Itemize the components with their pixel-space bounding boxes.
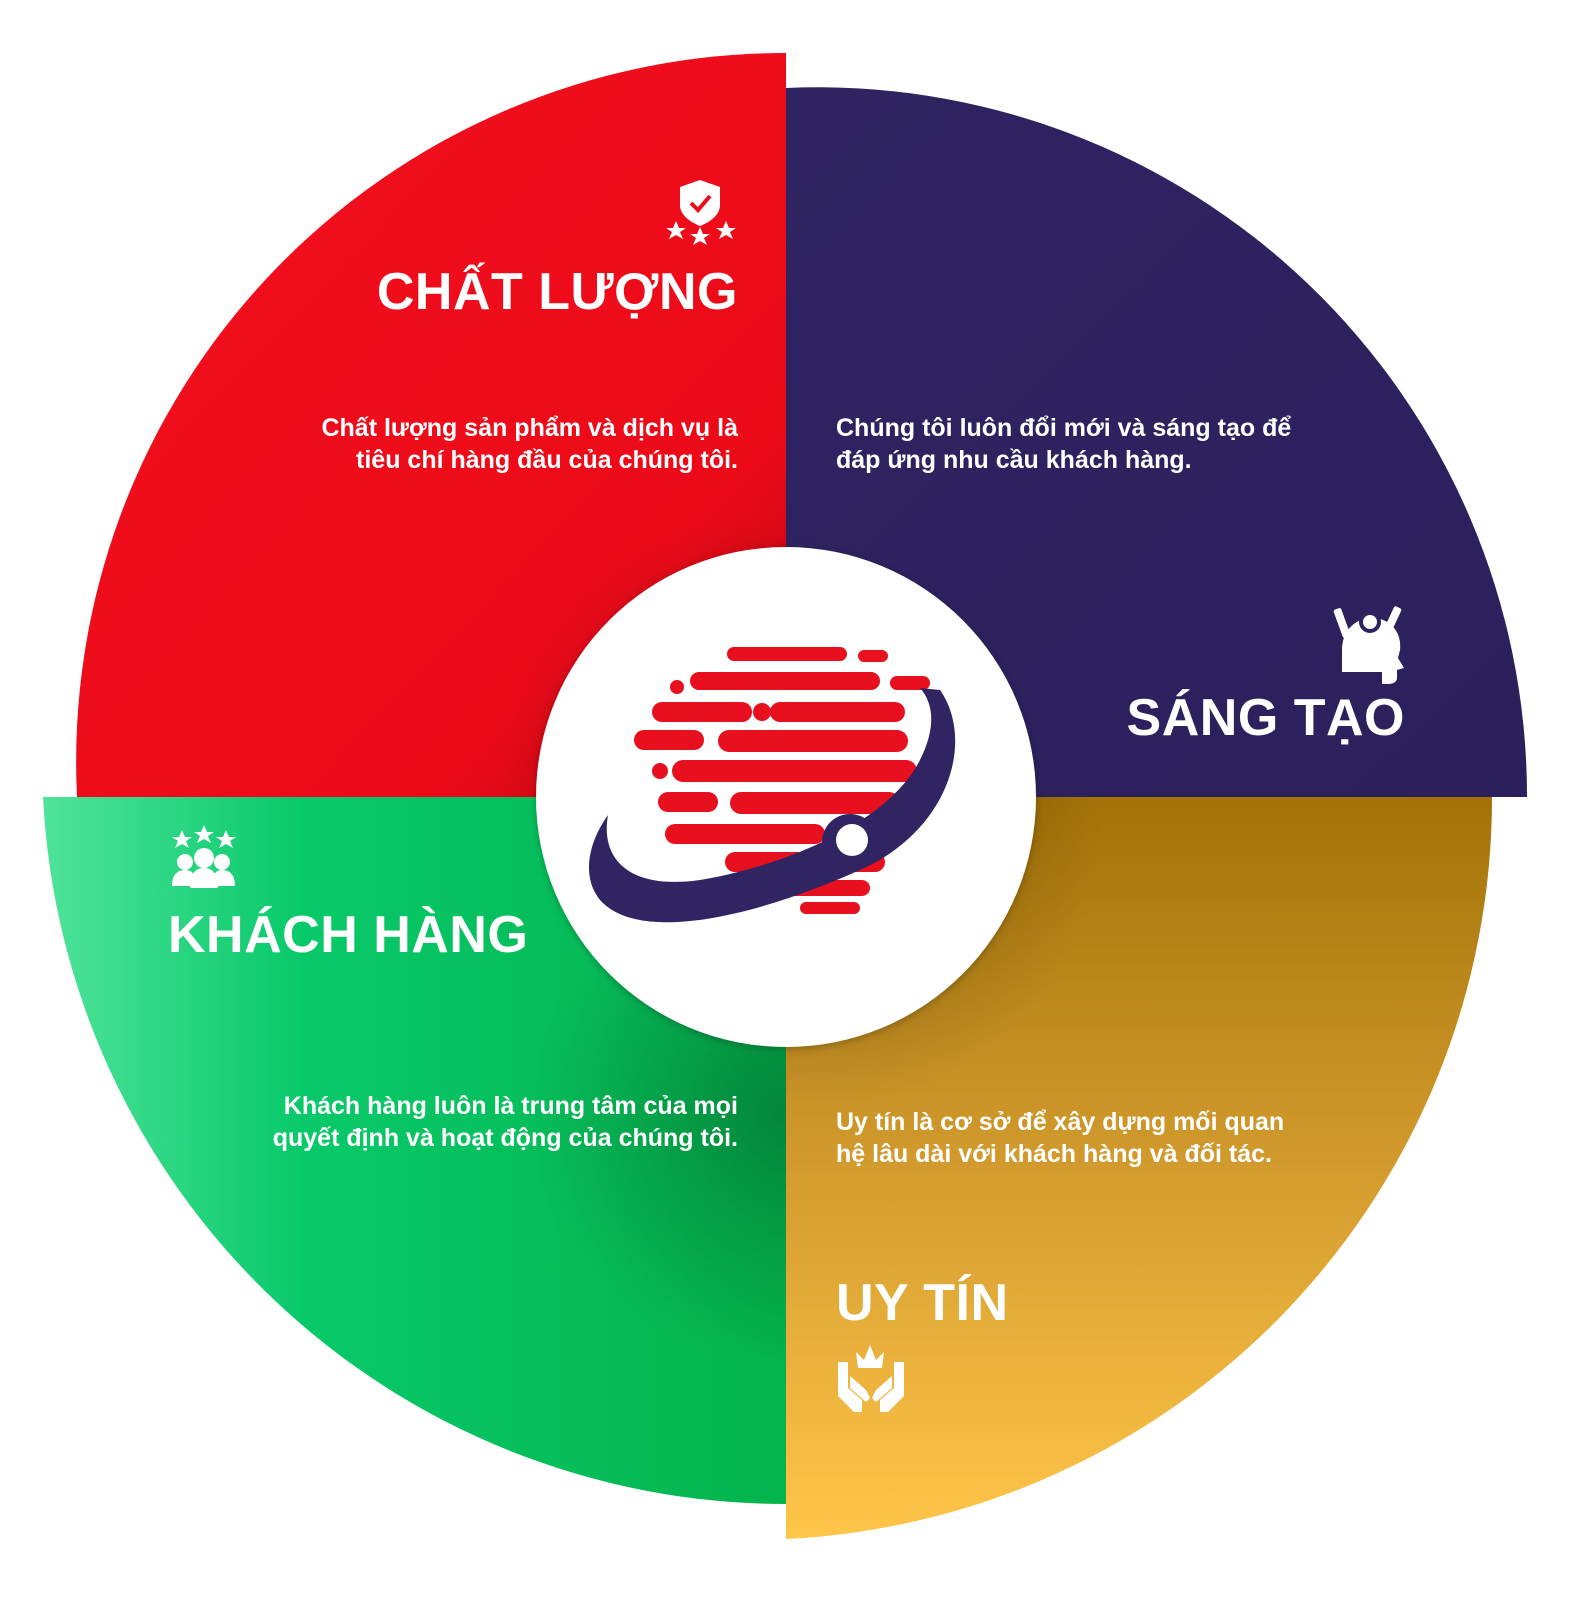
reputation-line-2: hệ lâu dài với khách hàng và đối tác. xyxy=(836,1140,1272,1168)
innovation-description: Chúng tôi luôn đổi mới và sáng tạo để đá… xyxy=(836,412,1316,476)
reputation-description: Uy tín là cơ sở để xây dựng mối quan hệ … xyxy=(836,1106,1316,1170)
quality-line-2: tiêu chí hàng đầu của chúng tôi. xyxy=(356,446,738,474)
customer-title: KHÁCH HÀNG xyxy=(168,906,529,964)
quadrant-reputation xyxy=(786,797,1493,1539)
globe-orbit-logo-icon xyxy=(588,647,956,923)
hands-crown-icon xyxy=(838,1345,904,1412)
customer-line-1: Khách hàng luôn là trung tâm của mọi xyxy=(283,1092,738,1120)
quality-title: CHẤT LƯỢNG xyxy=(376,263,738,321)
quadrant-customer xyxy=(43,797,786,1504)
quadrant-quality xyxy=(76,52,786,797)
customer-description: Khách hàng luôn là trung tâm của mọi quy… xyxy=(250,1090,738,1154)
customer-line-2: quyết định và hoạt động của chúng tôi. xyxy=(272,1124,738,1152)
quality-description: Chất lượng sản phẩm và dịch vụ là tiêu c… xyxy=(300,412,738,476)
reputation-title: UY TÍN xyxy=(836,1274,1009,1332)
shield-check-stars-icon xyxy=(666,180,736,245)
innovation-line-1: Chúng tôi luôn đổi mới và sáng tạo để xyxy=(836,414,1292,442)
innovation-title: SÁNG TẠO xyxy=(1126,689,1405,747)
center-circle xyxy=(536,547,1036,1047)
reputation-line-1: Uy tín là cơ sở để xây dựng mối quan xyxy=(836,1108,1285,1136)
head-pencil-bulb-icon xyxy=(1333,606,1404,684)
people-stars-icon xyxy=(172,825,236,888)
innovation-line-2: đáp ứng nhu cầu khách hàng. xyxy=(836,446,1192,474)
quality-line-1: Chất lượng sản phẩm và dịch vụ là xyxy=(321,414,738,442)
